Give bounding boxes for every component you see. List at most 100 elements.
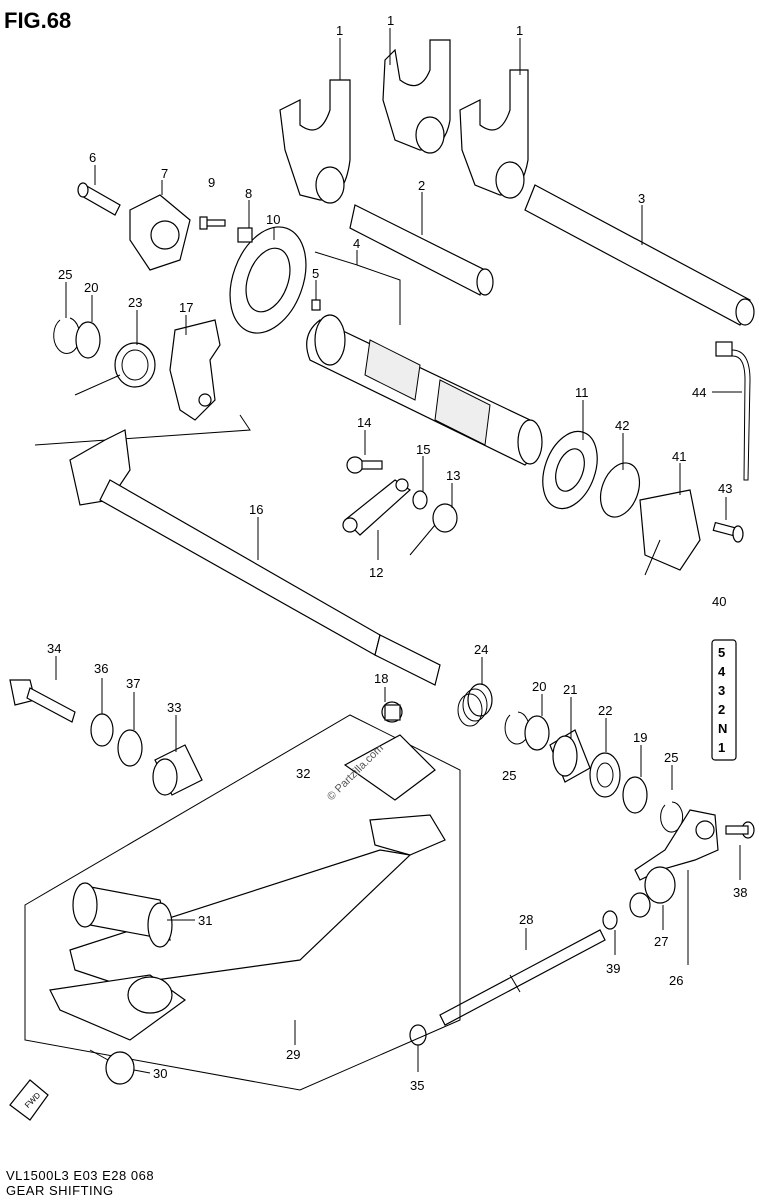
callout-25c: 25 bbox=[664, 750, 678, 765]
stopper-plate-8 bbox=[237, 227, 253, 243]
callout-13: 13 bbox=[446, 468, 460, 483]
callout-34: 34 bbox=[47, 641, 61, 656]
bearing-11 bbox=[542, 430, 598, 510]
spring-13 bbox=[409, 503, 458, 556]
circlip-25c bbox=[660, 801, 684, 833]
callout-25a: 25 bbox=[58, 267, 72, 282]
callout-4: 4 bbox=[353, 236, 360, 251]
callout-26: 26 bbox=[669, 973, 683, 988]
shift-rod-28 bbox=[439, 929, 606, 1026]
callout-31: 31 bbox=[198, 913, 212, 928]
callout-10: 10 bbox=[266, 212, 280, 227]
nut-39 bbox=[602, 910, 618, 930]
bolt-14 bbox=[346, 456, 383, 474]
shift-plate-17 bbox=[169, 319, 221, 421]
callout-37: 37 bbox=[126, 676, 140, 691]
shift-fork-1 bbox=[279, 79, 351, 204]
footrest-rubber-31 bbox=[72, 882, 173, 948]
gear-pos-5: 5 bbox=[718, 645, 725, 660]
washer-20 bbox=[75, 321, 101, 359]
washer-20b bbox=[524, 715, 550, 751]
callout-6: 6 bbox=[89, 150, 96, 165]
washer-15 bbox=[412, 490, 428, 510]
gearshift-lever-26 bbox=[634, 809, 719, 904]
callout-39: 39 bbox=[606, 961, 620, 976]
gear-pos-3: 3 bbox=[718, 683, 725, 698]
figure-title: FIG.68 bbox=[4, 8, 71, 33]
callout-38: 38 bbox=[733, 885, 747, 900]
callout-labels: 1 1 1 2 3 4 5 6 7 9 8 10 25 20 23 17 11 … bbox=[47, 13, 747, 1093]
callout-18: 18 bbox=[374, 671, 388, 686]
circlip-25 bbox=[53, 317, 81, 354]
gearshift-shaft bbox=[34, 414, 441, 686]
washer-36 bbox=[90, 713, 114, 747]
shift-fork-2 bbox=[382, 39, 451, 154]
bolt-18 bbox=[381, 701, 403, 723]
fwd-arrow-icon: FWD bbox=[9, 1079, 49, 1121]
callout-40: 40 bbox=[712, 594, 726, 609]
callout-23: 23 bbox=[128, 295, 142, 310]
gear-pos-4: 4 bbox=[718, 664, 726, 679]
callout-41: 41 bbox=[672, 449, 686, 464]
circlip-25b bbox=[504, 711, 530, 745]
nut-35 bbox=[409, 1024, 427, 1046]
gear-position-indicator: 5 4 3 2 N 1 bbox=[711, 639, 737, 761]
gearshift-pedal-29 bbox=[49, 734, 446, 1041]
callout-30: 30 bbox=[153, 1066, 167, 1081]
cam-pin bbox=[311, 299, 321, 311]
callout-11: 11 bbox=[575, 385, 589, 400]
oil-seal-22 bbox=[589, 752, 621, 798]
callout-36: 36 bbox=[94, 661, 108, 676]
callout-27: 27 bbox=[654, 934, 668, 949]
callout-42: 42 bbox=[615, 418, 629, 433]
fork-shaft-2 bbox=[349, 204, 494, 296]
shift-fork-3 bbox=[459, 69, 529, 199]
o-ring-42 bbox=[599, 462, 641, 518]
callout-12: 12 bbox=[369, 565, 383, 580]
bearing-10 bbox=[229, 226, 307, 334]
o-ring-37 bbox=[117, 729, 143, 767]
screw-9 bbox=[199, 216, 226, 230]
bolt-34 bbox=[9, 679, 76, 723]
callout-9: 9 bbox=[208, 175, 215, 190]
callout-43: 43 bbox=[718, 481, 732, 496]
callout-44: 44 bbox=[692, 385, 706, 400]
callout-1b: 1 bbox=[387, 13, 394, 28]
callout-24: 24 bbox=[474, 642, 488, 657]
neutral-switch bbox=[639, 489, 701, 576]
wire-clamp bbox=[715, 341, 751, 481]
washer-19 bbox=[622, 776, 648, 814]
spring-24 bbox=[457, 683, 493, 727]
joint-27 bbox=[629, 892, 651, 918]
rod-end-30 bbox=[89, 1049, 135, 1085]
callout-3: 3 bbox=[638, 191, 645, 206]
callout-28: 28 bbox=[519, 912, 533, 927]
callout-32: 32 bbox=[296, 766, 310, 781]
screw-43 bbox=[712, 521, 744, 543]
callout-5: 5 bbox=[312, 266, 319, 281]
pedal-assembly-outline bbox=[24, 714, 461, 1091]
callout-21: 21 bbox=[563, 682, 577, 697]
bolt-38 bbox=[725, 821, 755, 839]
callout-25b: 25 bbox=[502, 768, 516, 783]
gear-pos-2: 2 bbox=[718, 702, 725, 717]
callout-35: 35 bbox=[410, 1078, 424, 1093]
callout-1a: 1 bbox=[336, 23, 343, 38]
gear-pos-1: 1 bbox=[718, 740, 725, 755]
callout-14: 14 bbox=[357, 415, 371, 430]
callout-2: 2 bbox=[418, 178, 425, 193]
callout-19: 19 bbox=[633, 730, 647, 745]
fork-shaft-3 bbox=[524, 184, 755, 326]
callout-20b: 20 bbox=[532, 679, 546, 694]
cam-stopper-7 bbox=[129, 194, 191, 271]
bush-33 bbox=[152, 744, 203, 796]
callout-29: 29 bbox=[286, 1047, 300, 1062]
gear-pos-n: N bbox=[718, 721, 727, 736]
footer-figure-name: GEAR SHIFTING bbox=[6, 1183, 114, 1198]
callout-1c: 1 bbox=[516, 23, 523, 38]
callout-7: 7 bbox=[161, 166, 168, 181]
leader-lines bbox=[55, 28, 742, 1074]
callout-20a: 20 bbox=[84, 280, 98, 295]
bearing-21 bbox=[549, 729, 591, 783]
